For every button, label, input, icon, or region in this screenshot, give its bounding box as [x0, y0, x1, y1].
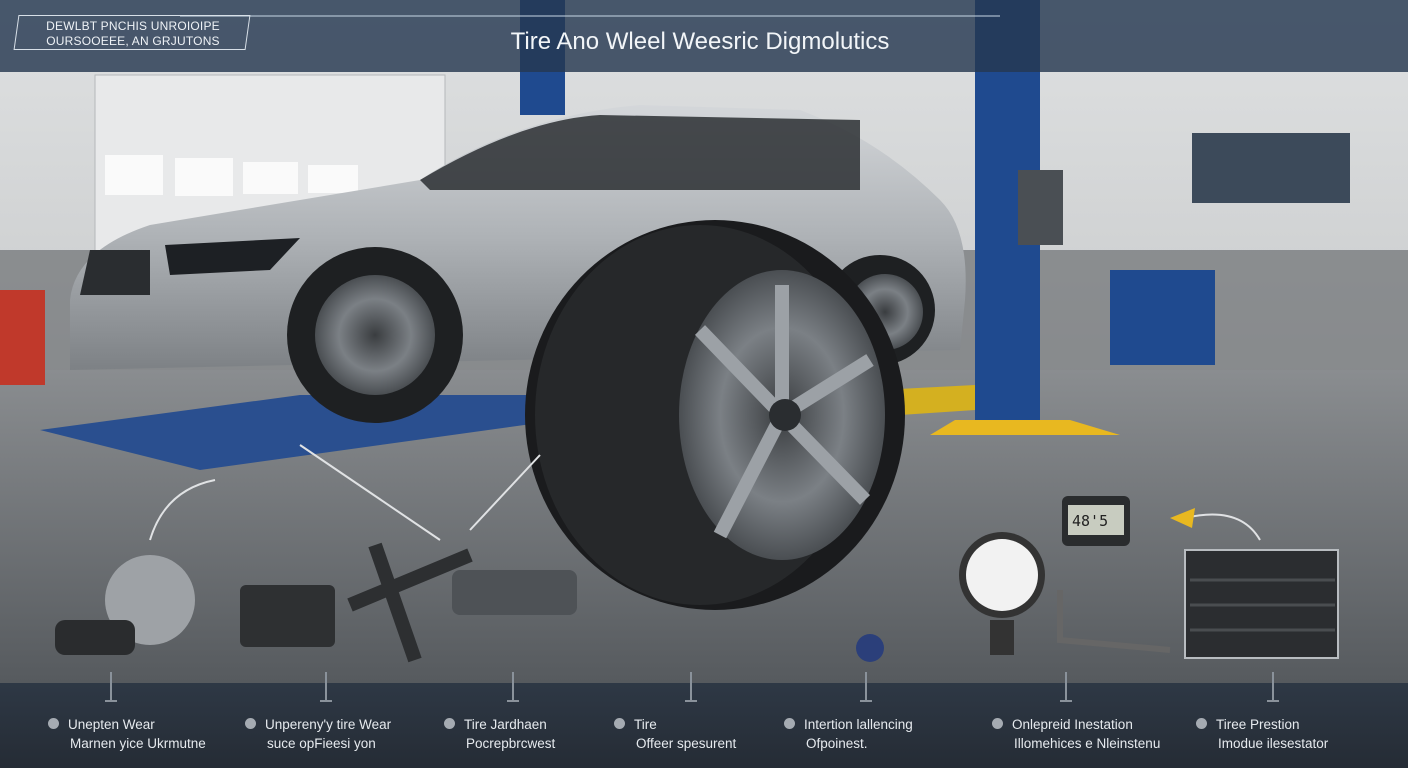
connector-line	[860, 672, 872, 702]
legend-title: Unepten Wear	[68, 717, 155, 732]
legend-desc: Imodue ilesestator	[1218, 736, 1329, 751]
connector-line	[105, 672, 117, 702]
page-title: Tire Ano Wleel Weesric Digmolutics	[510, 28, 890, 55]
brand-logo: DEWLBT PNCHIS UNROIOIPE OURSOOEEE, AN GR…	[22, 19, 244, 49]
legend-footer	[0, 683, 1408, 768]
legend-title: Tire Jardhaen	[464, 717, 547, 732]
connector-line	[320, 672, 332, 702]
bullet-icon	[992, 718, 1003, 729]
connector-line	[1060, 672, 1072, 702]
bullet-icon	[245, 718, 256, 729]
header-divider	[180, 15, 1000, 17]
legend-desc: suce opFieesi yon	[267, 736, 376, 751]
legend-title: Onlepreid Inestation	[1012, 717, 1133, 732]
legend-desc: Pocrepbrcwest	[466, 736, 556, 751]
legend-title: Tire	[634, 717, 657, 732]
tire-gauge-readout: 48'5	[1072, 512, 1109, 530]
connector-line	[685, 672, 697, 702]
brand-line-2: OURSOOEEE, AN GRJUTONS	[46, 34, 220, 48]
legend-title: Unpereny'y tire Wear	[265, 717, 392, 732]
bullet-icon	[1196, 718, 1207, 729]
legend-title: Intertion lallencing	[804, 717, 913, 732]
legend-desc: Ofpoinest.	[806, 736, 868, 751]
bullet-icon	[444, 718, 455, 729]
bullet-icon	[48, 718, 59, 729]
legend-item: Unpereny'y tire Wear suce opFieesi yon	[245, 715, 392, 753]
legend-desc: Offeer spesurent	[636, 736, 737, 751]
bullet-icon	[614, 718, 625, 729]
bullet-icon	[784, 718, 795, 729]
connector-line	[507, 672, 519, 702]
brand-line-1: DEWLBT PNCHIS UNROIOIPE	[46, 19, 220, 33]
legend-desc: Marnen yice Ukrmutne	[70, 736, 206, 751]
header-bar	[0, 0, 1408, 72]
legend-desc: Illomehices e Nleinstenu	[1014, 736, 1161, 751]
legend-title: Tiree Prestion	[1216, 717, 1300, 732]
connector-line	[1267, 672, 1279, 702]
